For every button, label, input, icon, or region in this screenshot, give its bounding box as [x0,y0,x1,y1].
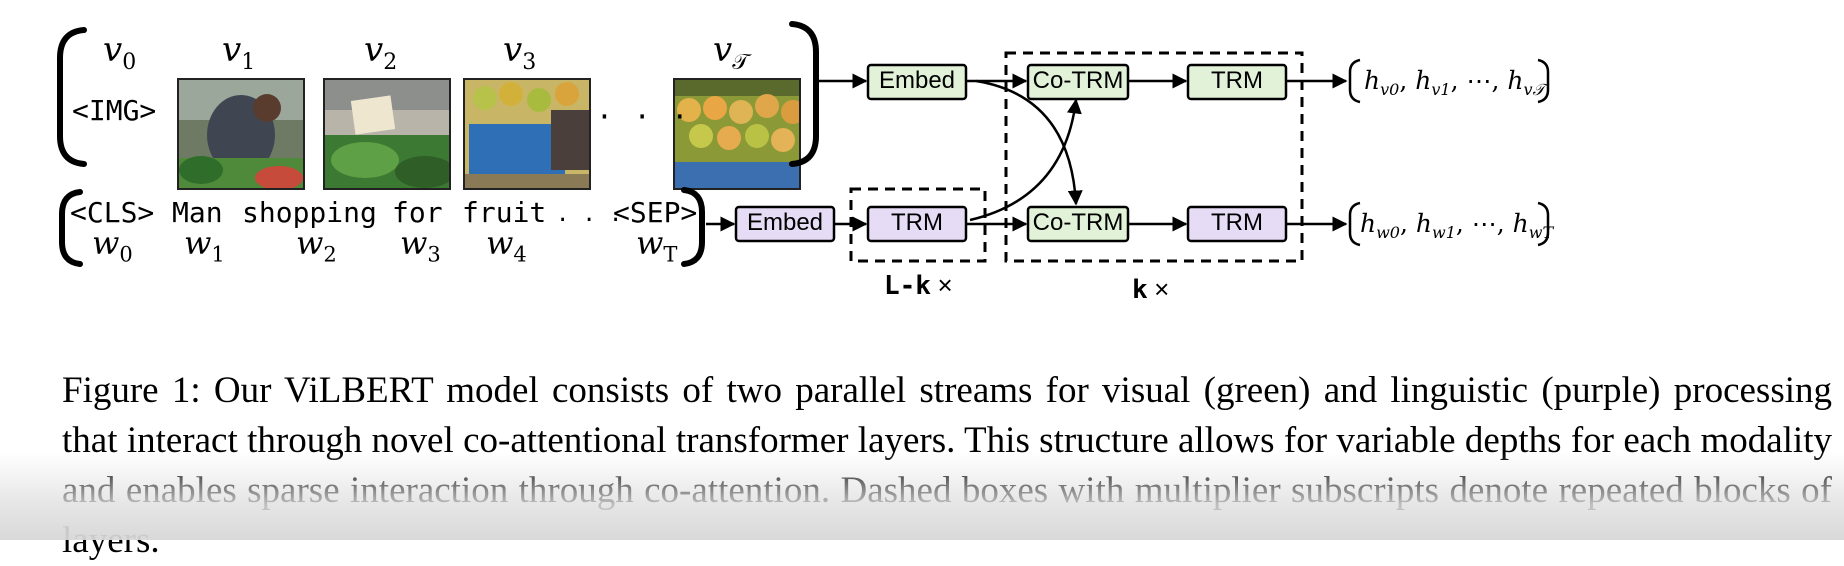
output-text-left-paren [1348,201,1361,247]
embed-block-visual [866,63,968,101]
label-w1: w1 [184,224,225,267]
label-v2: v2 [364,30,398,75]
trm-block-text-1 [866,205,968,243]
image-region-3 [463,78,591,190]
label-vT: v𝒯 [713,30,750,75]
co-trm-block-visual [1026,63,1130,101]
label-v0: v0 [103,30,137,75]
token-sep: <SEP> [613,196,698,229]
token-for: for [392,196,443,229]
repeat-box-k [1004,51,1304,263]
label-w0: w0 [92,224,133,267]
label-v3: v3 [503,30,537,75]
output-visual-right-paren [1537,58,1550,104]
label-v1: v1 [222,30,256,75]
co-trm-block-text [1026,205,1130,243]
multiplier-l-minus-k: L-k × [884,270,953,301]
label-w2: w2 [296,224,337,267]
trm-label-text-1: TRM [891,209,943,236]
image-region-1 [177,78,305,190]
embed-label-text: Embed [746,209,824,236]
img-token: <IMG> [72,94,157,127]
embed-block-text [734,205,836,243]
token-cls: <CLS> [70,196,155,229]
cross-arrow-text-to-visual [969,98,1082,222]
output-text-states: hw0, hw1, ⋯, hwT [1360,209,1554,242]
trm-label-text-2: TRM [1211,209,1263,236]
token-ellipsis: · · · [556,208,623,233]
token-shopping: shopping [242,196,377,229]
token-man: Man [172,196,223,229]
trm-block-visual [1186,63,1288,101]
label-w4: w4 [486,224,527,267]
vilbert-figure: v0 v1 v2 v3 v𝒯 <IMG> [57,21,1554,305]
label-wT: wT [636,224,678,267]
output-visual-states: hv0, hv1, ⋯, hv𝒯 [1364,66,1545,99]
text-right-bracket [681,187,705,267]
figure-caption: Figure 1: Our ViLBERT model consists of … [62,370,1832,561]
text-left-bracket [59,189,83,267]
visual-right-bracket [789,21,819,167]
image-ellipsis: · · · [596,100,691,133]
output-visual-left-paren [1348,58,1361,104]
cross-arrow-visual-to-text [975,79,1083,206]
token-fruit: fruit [462,196,547,229]
co-trm-label-text: Co-TRM [1032,209,1124,236]
co-trm-label-visual: Co-TRM [1032,67,1124,94]
architecture-diagram [57,21,1550,267]
embed-label-visual: Embed [878,67,956,94]
output-text-right-paren [1537,201,1550,247]
image-region-T [673,78,801,190]
image-region-2 [323,78,451,190]
trm-label-visual: TRM [1211,67,1263,94]
visual-left-bracket [57,27,87,167]
label-w3: w3 [400,224,441,267]
multiplier-k: k × [1132,274,1170,305]
repeat-box-l-minus-k [849,187,987,263]
trm-block-text-2 [1186,205,1288,243]
